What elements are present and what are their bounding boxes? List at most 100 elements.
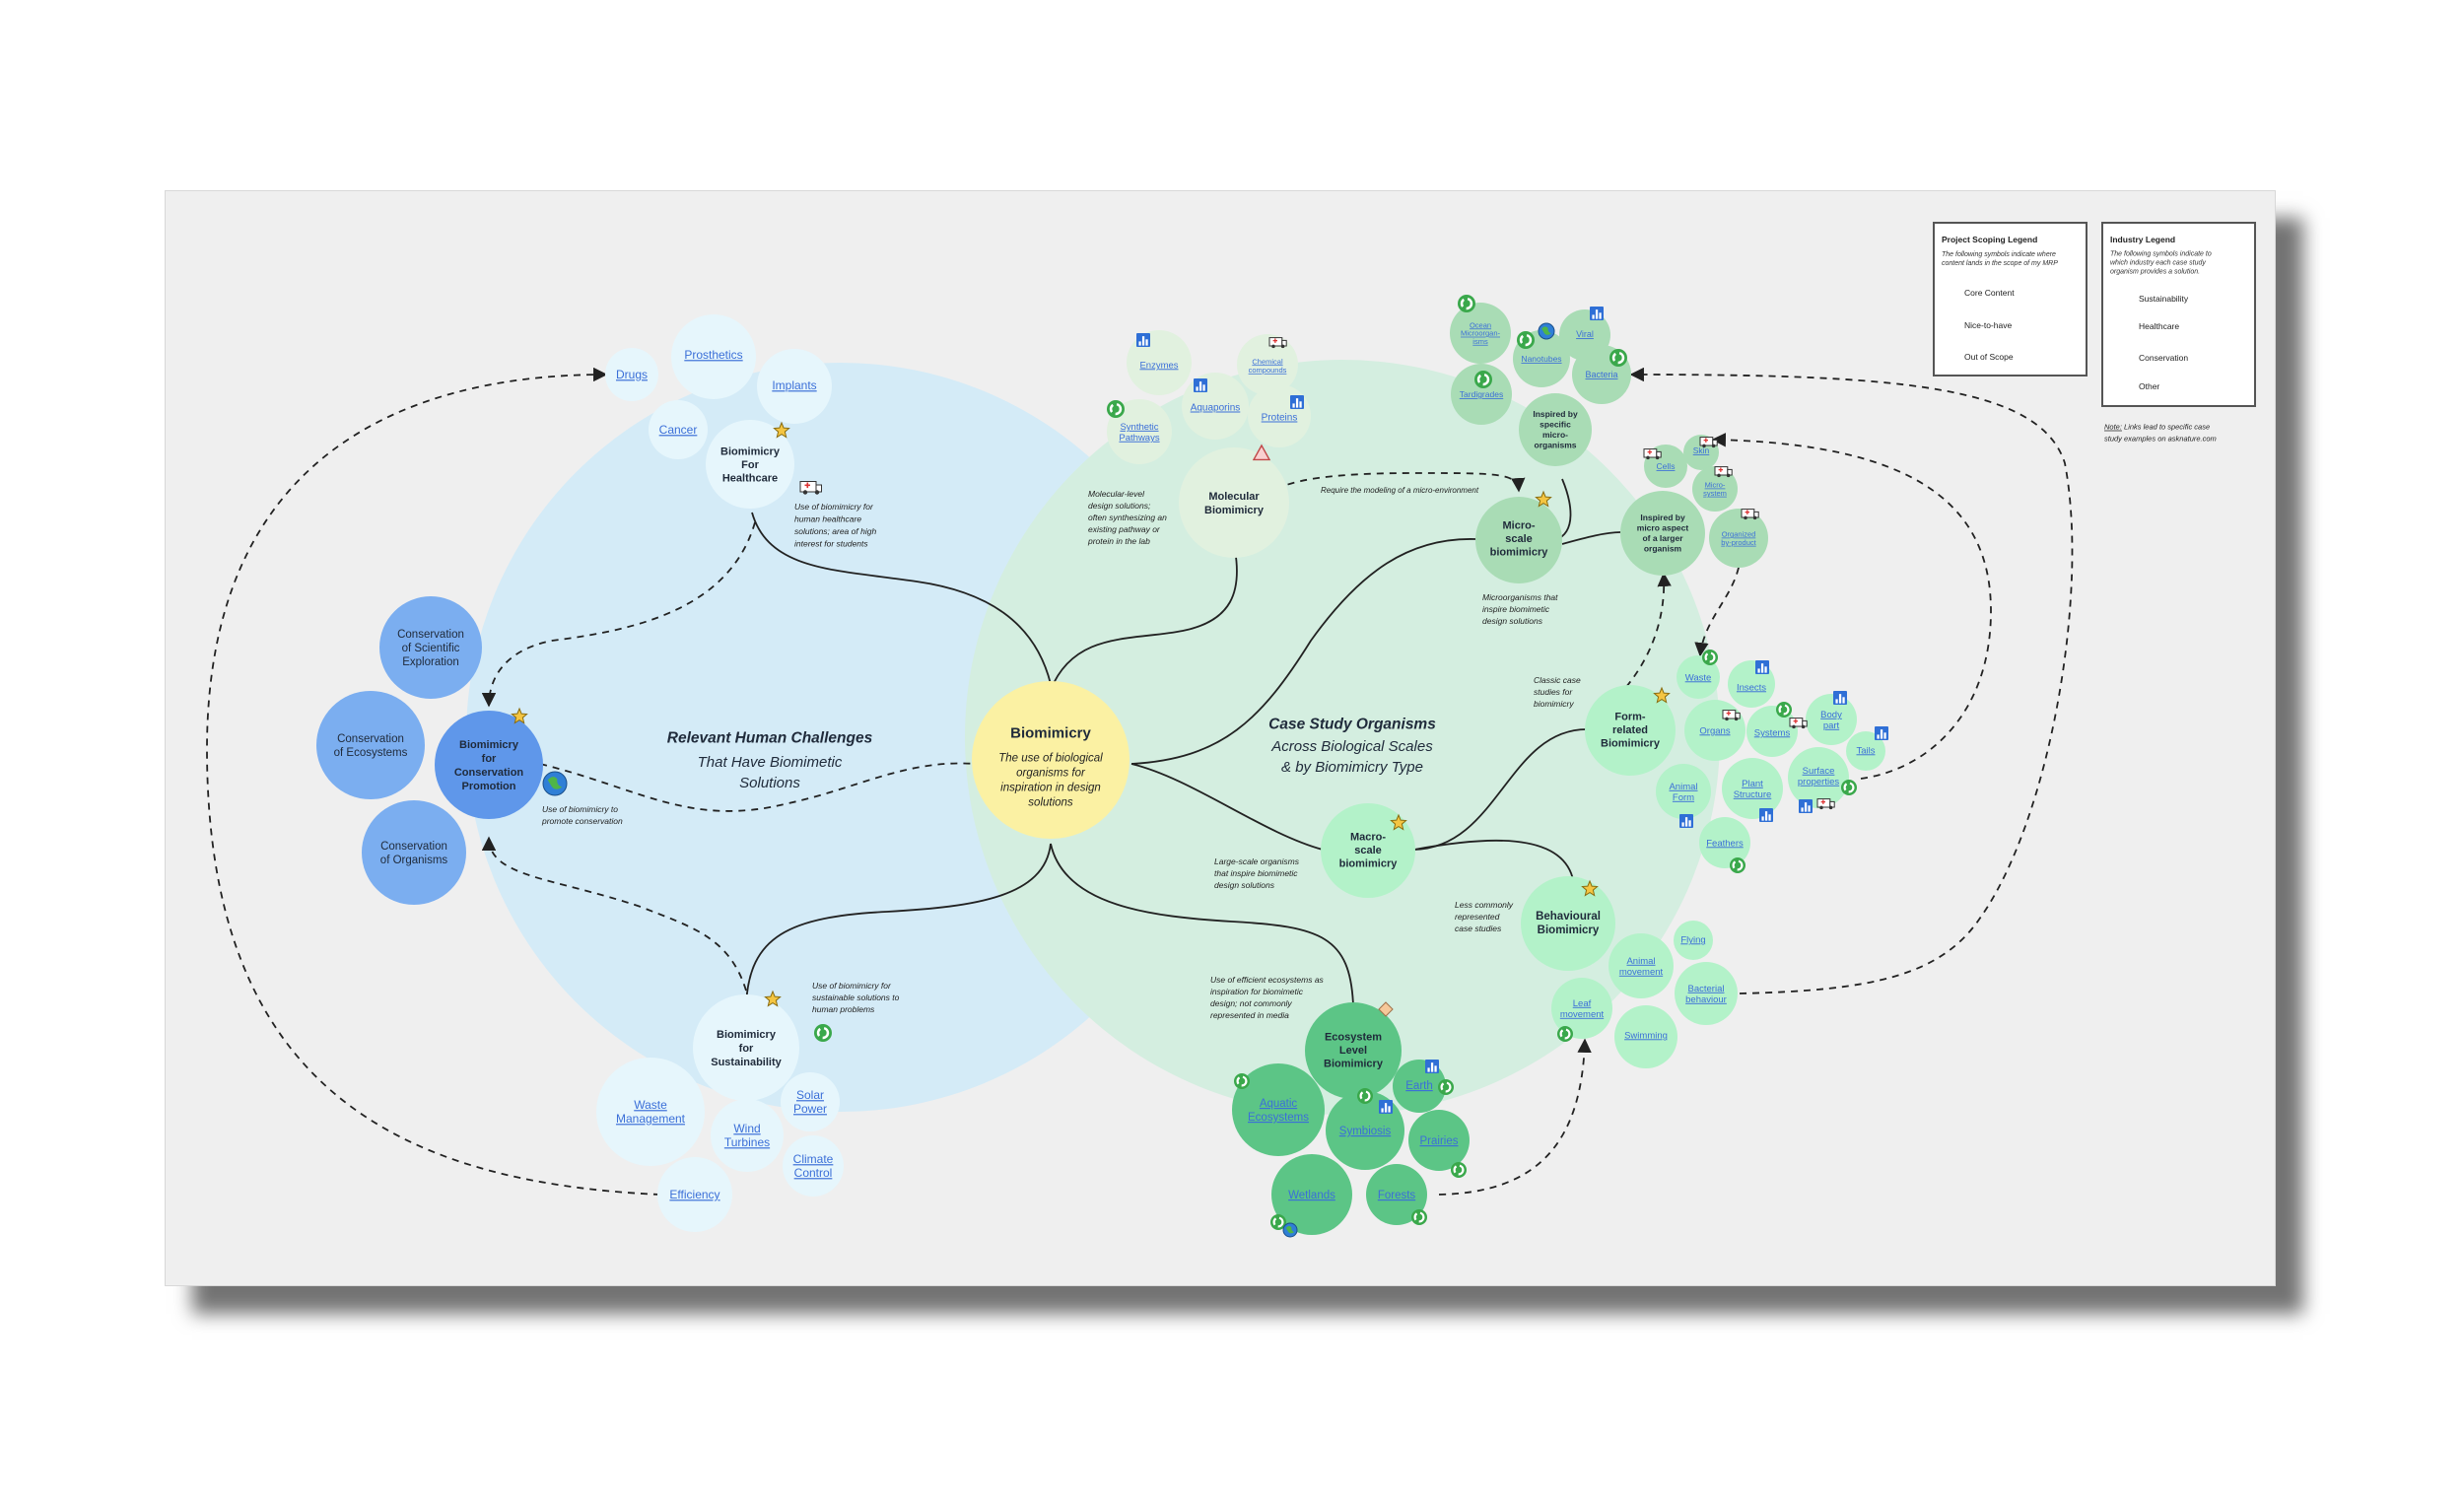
center-node[interactable] [972,681,1129,839]
sustainability-icon [1411,1209,1427,1225]
molecular-link[interactable]: Enzymes [1139,360,1178,371]
edge-center-healthcare [751,512,1052,685]
solar-power-bubble[interactable] [781,1072,840,1131]
micro-aspect-node[interactable] [1620,491,1705,576]
form-link[interactable]: Systems [1754,727,1791,738]
systems-bubble[interactable] [1746,706,1798,757]
surface-properties-bubble[interactable] [1788,747,1849,808]
drugs-bubble[interactable] [605,348,658,401]
wind-turbines-bubble[interactable] [711,1099,784,1172]
feathers-bubble[interactable] [1699,817,1750,868]
micro-aspect-link[interactable]: Skin [1693,445,1710,455]
micro-specific-link[interactable]: Nanotubes [1521,354,1561,364]
wetlands-bubble[interactable] [1271,1154,1352,1235]
molecular-node[interactable] [1179,447,1289,558]
ecosystem-link[interactable]: Prairies [1420,1135,1459,1147]
other-icon [1590,307,1604,320]
behaviour-link[interactable]: Flying [1680,934,1705,945]
healthcare-link[interactable]: Prosthetics [684,348,742,362]
ecosystem-link[interactable]: Forests [1378,1190,1416,1201]
leaf-movement-bubble[interactable] [1551,978,1612,1039]
behaviour-link[interactable]: Swimming [1624,1030,1668,1041]
bacterial-behaviour-bubble[interactable] [1675,962,1738,1025]
implants-bubble[interactable] [757,349,832,424]
form-link[interactable]: Insects [1737,682,1766,693]
aquatic-ecosystems-bubble[interactable] [1232,1063,1325,1156]
macro-node[interactable] [1321,803,1415,898]
forests-bubble[interactable] [1366,1164,1427,1225]
legend-industry-item: Sustainability [2139,294,2189,304]
synthetic-pathways-bubble[interactable] [1107,399,1172,464]
conservation-organisms-bubble[interactable] [362,800,466,905]
micro-node[interactable] [1475,497,1562,583]
prairies-bubble[interactable] [1408,1110,1470,1171]
animal-form-bubble[interactable] [1656,764,1711,819]
healthcare-node[interactable] [706,420,794,509]
sustainability-node[interactable] [693,994,799,1101]
edge-center-molecular [1050,549,1238,691]
molecular-link[interactable]: Aquaporins [1191,403,1241,414]
chemical-compounds-bubble[interactable] [1237,334,1298,395]
cancer-bubble[interactable] [649,400,708,459]
animal-movement-bubble[interactable] [1608,933,1674,998]
ocean-microorganisms-bubble[interactable] [1450,303,1511,364]
behaviour-node[interactable] [1521,876,1615,971]
efficiency-bubble[interactable] [657,1157,732,1232]
form-link[interactable]: Tails [1856,745,1875,756]
micro-specific-node[interactable] [1519,393,1592,466]
ecosystem-link[interactable]: Wetlands [1288,1190,1335,1201]
ecosystem-node[interactable] [1305,1002,1402,1099]
healthcare-link[interactable]: Cancer [659,423,698,437]
waste-form-bubble[interactable] [1677,655,1720,699]
prosthetics-bubble[interactable] [671,314,756,399]
form-link[interactable]: Feathers [1706,838,1744,849]
tardigrades-bubble[interactable] [1451,364,1512,425]
molecular-link[interactable]: Proteins [1262,413,1298,424]
micro-specific-link[interactable]: Bacteria [1585,370,1617,379]
plant-structure-bubble[interactable] [1722,758,1783,819]
ecosystem-link[interactable]: Symbiosis [1339,1126,1392,1137]
healthcare-link[interactable]: Drugs [616,368,648,381]
climate-control-bubble[interactable] [783,1135,844,1197]
swimming-bubble[interactable] [1614,1005,1677,1068]
micro-aspect-link[interactable]: Cells [1657,461,1676,471]
waste-management-bubble[interactable] [596,1058,705,1166]
form-link[interactable]: Organs [1699,725,1730,736]
organized-byproduct-bubble[interactable] [1709,509,1768,568]
tails-bubble[interactable] [1846,731,1885,771]
conservation-exploration-bubble[interactable] [379,596,482,699]
micro-specific-link[interactable]: Tardigrades [1460,389,1503,399]
body-part-bubble[interactable] [1806,694,1857,745]
conservation-ecosystems-bubble[interactable] [316,691,425,799]
micro-system-bubble[interactable] [1692,466,1738,512]
form-node[interactable] [1585,685,1676,776]
ecosystem-link[interactable]: Earth [1405,1080,1433,1092]
conservation-hub-node[interactable] [435,711,543,819]
form-link[interactable]: Waste [1685,672,1712,683]
sustainability-link[interactable]: Efficiency [669,1188,719,1201]
micro-aspect-link[interactable]: Micro-system [1703,481,1727,498]
micro-specific-link[interactable]: Viral [1576,329,1594,339]
healthcare-link[interactable]: Implants [772,378,816,392]
flying-bubble[interactable] [1674,921,1713,960]
